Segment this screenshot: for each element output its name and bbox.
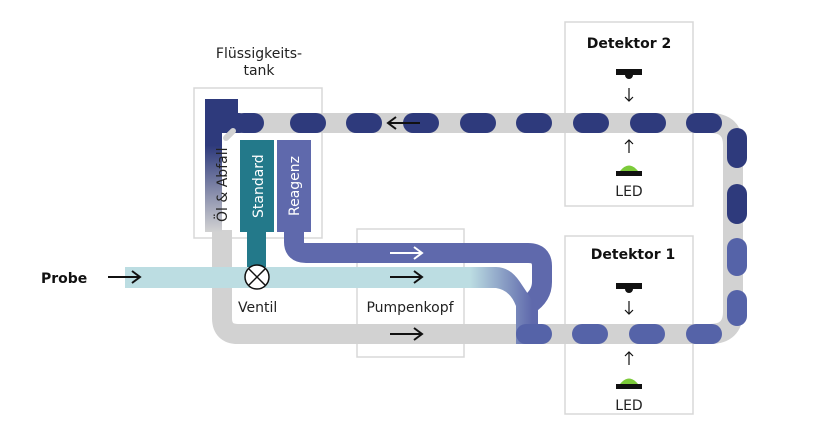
reagent-label: Reagenz [287,156,303,216]
gray-return-tube [212,113,743,344]
mix-outlet [516,324,552,344]
standard-line [247,230,266,270]
led2-label: LED [615,184,642,200]
detector2-down-arrow-icon [624,88,634,102]
standard-label: Standard [251,154,267,218]
detector1-up-arrow-icon [624,351,634,365]
dashes-bottom [572,238,747,344]
sample-label: Probe [41,271,87,287]
detector2-up-arrow-icon [624,139,634,153]
led1-icon [616,378,642,389]
dashes-top [234,113,747,224]
reagent-tube [277,140,311,232]
sample-arrow-icon [108,270,142,284]
detector2-title: Detektor 2 [587,36,671,52]
oil-waste-label: Öl & Abfall [213,148,231,222]
detector1-down-arrow-icon [624,301,634,315]
valve-label: Ventil [238,300,277,316]
standard-tube [240,140,274,232]
valve-icon[interactable] [244,264,270,290]
reagent-arrow-icon [390,246,424,260]
return-pump-arrow-icon [390,327,424,341]
reagent-line [284,230,552,340]
sample-pump-arrow-icon [390,270,424,284]
led2-icon [616,165,642,176]
waste-connector [223,128,236,141]
tank-title-line2: tank [243,63,275,79]
pump-head-label: Pumpenkopf [366,300,454,316]
detector1-title: Detektor 1 [591,247,675,263]
mix-tube [470,267,532,344]
tank-title-line1: Flüssigkeits- [216,46,302,62]
flow-arrow-top-icon [386,116,420,130]
detector2-sensor-icon [616,69,642,79]
sample-tube [125,267,495,288]
waste-outlet [205,113,249,133]
led1-label: LED [615,398,642,414]
detector1-sensor-icon [616,283,642,293]
